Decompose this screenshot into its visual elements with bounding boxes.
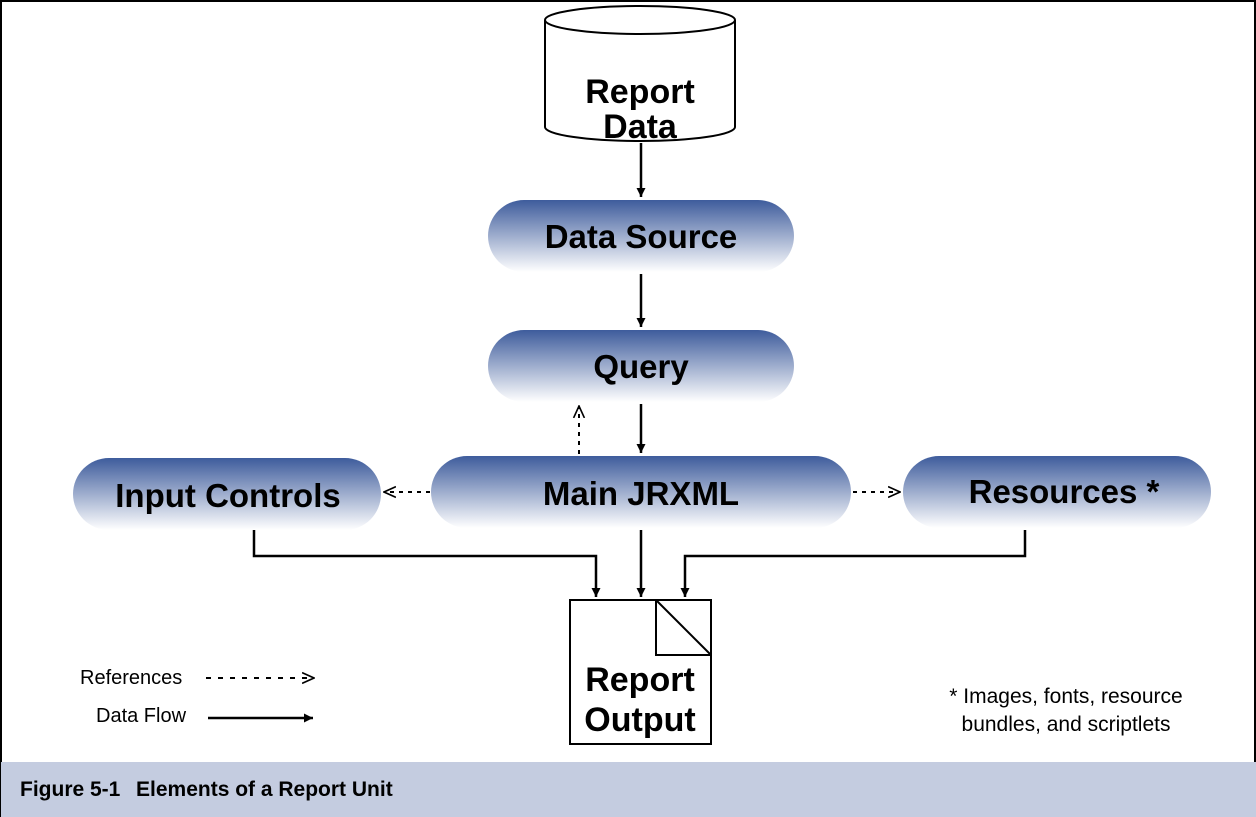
resources-label: Resources * bbox=[969, 473, 1160, 510]
report-output-label-line1: Report bbox=[585, 661, 695, 699]
input-controls-node: Input Controls bbox=[73, 458, 381, 530]
report-data-label-line1: Report bbox=[585, 73, 695, 111]
figure-title: Elements of a Report Unit bbox=[136, 777, 393, 801]
arrow-input-controls-to-report-output bbox=[252, 530, 601, 597]
main-jrxml-node: Main JRXML bbox=[431, 456, 851, 528]
resources-node: Resources * bbox=[903, 456, 1211, 528]
report-data-node: Report Data bbox=[544, 5, 736, 146]
main-jrxml-label: Main JRXML bbox=[543, 475, 739, 512]
query-node: Query bbox=[488, 330, 794, 402]
footnote-line2: bundles, and scriptlets bbox=[962, 713, 1171, 736]
query-label: Query bbox=[593, 348, 689, 385]
report-data-label-line2: Data bbox=[603, 108, 678, 146]
report-output-label-line2: Output bbox=[584, 701, 695, 739]
data-source-node: Data Source bbox=[488, 200, 794, 272]
legend-data-flow-label: Data Flow bbox=[96, 705, 187, 727]
footnote-line1: * Images, fonts, resource bbox=[949, 685, 1182, 708]
arrow-resources-to-report-output bbox=[680, 530, 1027, 597]
input-controls-label: Input Controls bbox=[115, 477, 340, 514]
figure-caption-bar: Figure 5-1 Elements of a Report Unit bbox=[1, 762, 1256, 817]
data-source-label: Data Source bbox=[545, 218, 738, 255]
legend: References Data Flow bbox=[80, 667, 314, 727]
legend-references-label: References bbox=[80, 667, 182, 689]
figure-number: Figure 5-1 bbox=[20, 777, 121, 801]
report-output-node: Report Output bbox=[569, 599, 712, 745]
